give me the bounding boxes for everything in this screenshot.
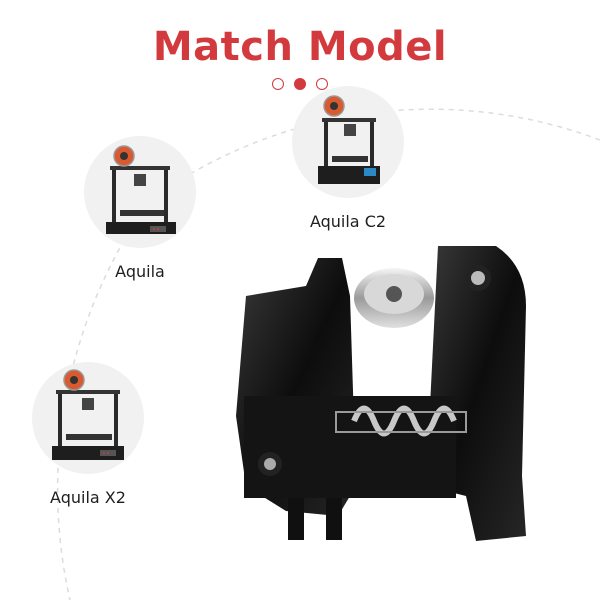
page-title: Match Model <box>152 24 448 70</box>
aquila-c2-printer-icon <box>318 95 380 184</box>
aquila-printer-icon <box>106 145 176 234</box>
carousel-dot-active[interactable] <box>294 78 306 90</box>
model-label: Aquila C2 <box>309 212 387 231</box>
aquila-x2-printer-icon <box>52 369 124 460</box>
extruder-image <box>236 246 526 541</box>
model-thumbnail <box>84 136 196 248</box>
model-label: Aquila X2 <box>50 488 126 507</box>
carousel-dot[interactable] <box>272 78 284 90</box>
model-aquila-x2[interactable]: Aquila X2 <box>32 362 144 507</box>
model-label: Aquila <box>115 262 165 281</box>
model-aquila[interactable]: Aquila <box>84 136 196 281</box>
model-aquila-c2[interactable]: Aquila C2 <box>292 86 404 231</box>
carousel-indicator[interactable] <box>0 78 600 90</box>
model-thumbnail <box>292 86 404 198</box>
model-thumbnail <box>32 362 144 474</box>
carousel-dot[interactable] <box>316 78 328 90</box>
